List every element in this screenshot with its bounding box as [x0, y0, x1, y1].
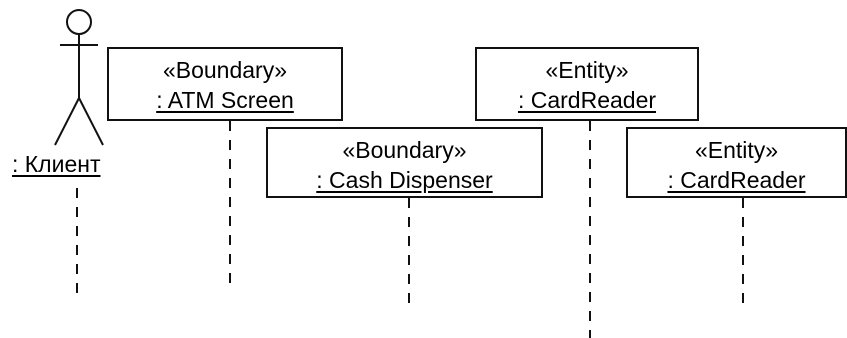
- object-name-label: : ATM Screen: [156, 87, 294, 113]
- actor-left-leg: [54, 97, 80, 146]
- object-name-label: : CardReader: [667, 167, 806, 193]
- stereotype-label: «Entity»: [545, 57, 629, 83]
- actor-right-leg: [78, 97, 104, 146]
- object-name-label: : Cash Dispenser: [316, 167, 493, 193]
- lifeline-box-cardreader-2: «Entity» : CardReader: [626, 127, 847, 198]
- lifeline-box-atm-screen: «Boundary» : ATM Screen: [107, 47, 343, 121]
- stereotype-label: «Boundary»: [162, 57, 288, 83]
- lifeline-box-cash-dispenser: «Boundary» : Cash Dispenser: [266, 127, 543, 198]
- actor-stick-figure-icon: [54, 9, 104, 146]
- actor-head: [66, 9, 92, 35]
- object-name-label: : CardReader: [517, 87, 657, 113]
- lifeline-box-cardreader-1: «Entity» : CardReader: [475, 47, 699, 121]
- stereotype-label: «Boundary»: [342, 137, 467, 163]
- stereotype-label: «Entity»: [694, 137, 779, 163]
- actor-label: : Клиент: [12, 151, 101, 177]
